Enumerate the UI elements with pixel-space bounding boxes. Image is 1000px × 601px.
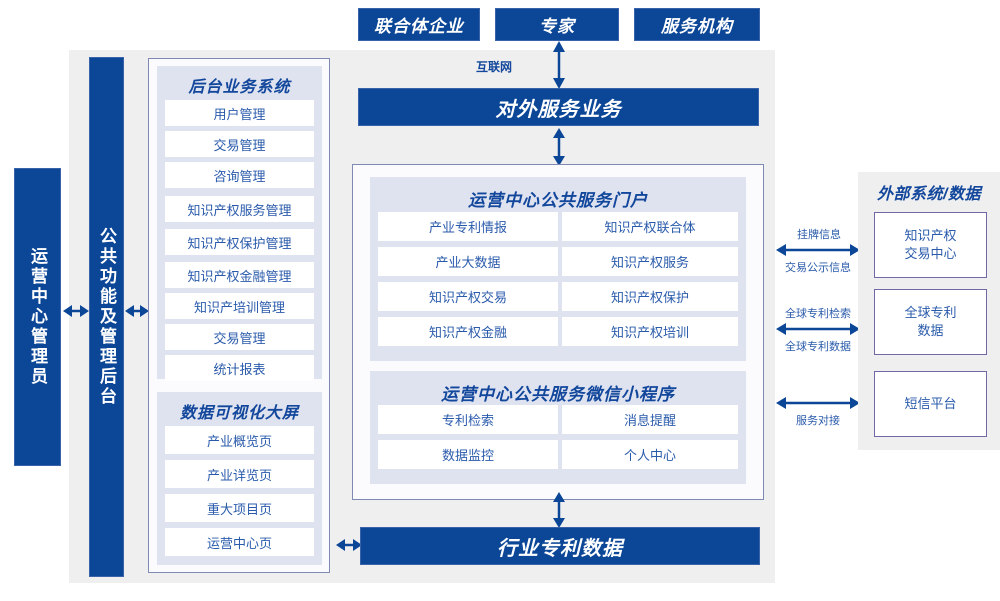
portal-item-4[interactable]: 知识产权交易 bbox=[378, 282, 558, 311]
backend-business-system-title: 后台业务系统 bbox=[188, 79, 291, 96]
portal-item-0[interactable]: 产业专利情报 bbox=[378, 212, 558, 241]
portal-item-3[interactable]: 知识产权服务 bbox=[562, 247, 738, 276]
internet-label: 互联网 bbox=[475, 60, 512, 74]
external-box-global-patent-data[interactable]: 全球专利 数据 bbox=[874, 289, 987, 355]
backend-item-6[interactable]: 知识产培训管理 bbox=[165, 293, 314, 319]
panel-to-patent-data-arrow-icon bbox=[336, 539, 362, 551]
center-to-patent-data-arrow-icon bbox=[553, 492, 565, 528]
admin-to-backend-arrow-icon bbox=[63, 305, 89, 317]
connection-label-global-patent-data: 全球专利数据 bbox=[785, 341, 851, 353]
connection-arrow-1-icon bbox=[776, 244, 860, 256]
portal-item-6[interactable]: 知识产权金融 bbox=[378, 317, 558, 346]
external-service-bar[interactable]: 对外服务业务 bbox=[358, 88, 759, 126]
connection-arrow-3-icon bbox=[776, 397, 860, 409]
external-box-ip-trading-center-line2: 交易中心 bbox=[904, 246, 957, 261]
visualization-item-1[interactable]: 产业详览页 bbox=[165, 460, 314, 488]
public-service-portal-title: 运营中心公共服务门户 bbox=[468, 191, 648, 210]
data-visualization-title: 数据可视化大屏 bbox=[179, 405, 299, 422]
connection-label-trade-public-info: 交易公示信息 bbox=[785, 262, 851, 274]
external-box-ip-trading-center[interactable]: 知识产权 交易中心 bbox=[874, 212, 987, 278]
external-box-global-patent-data-line2: 数据 bbox=[917, 323, 944, 338]
backend-item-3[interactable]: 知识产权服务管理 bbox=[165, 196, 314, 222]
backend-item-8[interactable]: 统计报表 bbox=[165, 355, 314, 381]
visualization-item-3[interactable]: 运营中心页 bbox=[165, 528, 314, 556]
external-systems-title: 外部系统/数据 bbox=[877, 186, 981, 203]
external-box-global-patent-data-line1: 全球专利 bbox=[904, 305, 957, 321]
role-column-common-function-backend[interactable]: 公共功能及管理后台 bbox=[89, 57, 124, 577]
internet-arrow-icon bbox=[553, 41, 565, 89]
backend-item-4[interactable]: 知识产权保护管理 bbox=[165, 229, 314, 255]
portal-item-7[interactable]: 知识产权培训 bbox=[562, 317, 738, 346]
visualization-item-0[interactable]: 产业概览页 bbox=[165, 426, 314, 454]
backend-item-5[interactable]: 知识产权金融管理 bbox=[165, 262, 314, 288]
industry-patent-data-bar[interactable]: 行业专利数据 bbox=[360, 527, 760, 565]
actor-box-expert[interactable]: 专家 bbox=[495, 8, 619, 41]
portal-item-1[interactable]: 知识产权联合体 bbox=[562, 212, 738, 241]
miniapp-item-0[interactable]: 专利检索 bbox=[378, 405, 558, 434]
connection-label-service-docking: 服务对接 bbox=[796, 415, 840, 427]
external-box-ip-trading-center-line1: 知识产权 bbox=[904, 228, 957, 244]
backend-item-1[interactable]: 交易管理 bbox=[165, 131, 314, 157]
miniapp-item-1[interactable]: 消息提醒 bbox=[562, 405, 738, 434]
visualization-item-2[interactable]: 重大项目页 bbox=[165, 494, 314, 522]
portal-item-2[interactable]: 产业大数据 bbox=[378, 247, 558, 276]
portal-item-5[interactable]: 知识产权保护 bbox=[562, 282, 738, 311]
backend-item-0[interactable]: 用户管理 bbox=[165, 100, 314, 126]
wechat-miniapp-title: 运营中心公共服务微信小程序 bbox=[441, 385, 675, 404]
actor-box-service-agency[interactable]: 服务机构 bbox=[634, 8, 760, 41]
miniapp-item-2[interactable]: 数据监控 bbox=[378, 440, 558, 469]
backend-item-7[interactable]: 交易管理 bbox=[165, 324, 314, 350]
role-column-operation-center-admin[interactable]: 运营中心管理员 bbox=[14, 168, 61, 466]
connection-arrow-2-icon bbox=[776, 323, 860, 335]
connection-label-global-patent-search: 全球专利检索 bbox=[785, 308, 851, 320]
backend-item-2[interactable]: 咨询管理 bbox=[165, 162, 314, 188]
backend-to-panel-arrow-icon bbox=[125, 305, 149, 317]
external-box-sms-platform[interactable]: 短信平台 bbox=[874, 371, 987, 437]
connection-label-listing-info: 挂牌信息 bbox=[797, 229, 841, 241]
actor-box-consortium[interactable]: 联合体企业 bbox=[358, 8, 480, 41]
service-to-portal-arrow-icon bbox=[553, 128, 565, 166]
miniapp-item-3[interactable]: 个人中心 bbox=[562, 440, 738, 469]
